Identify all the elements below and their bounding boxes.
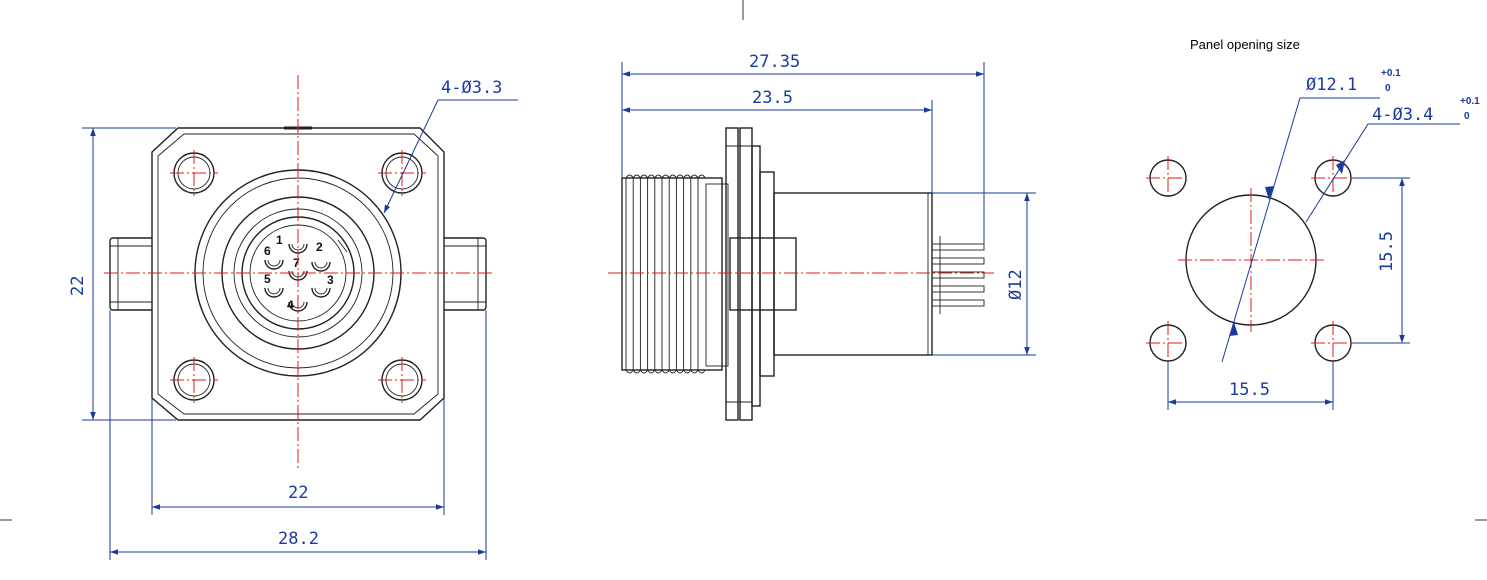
side-tab-left xyxy=(109,237,155,311)
thread-crest xyxy=(676,174,684,179)
panel-cutout-view: Panel opening size Ø12.1 +0.1 0 xyxy=(1146,37,1480,410)
thread-crest xyxy=(690,174,699,179)
thread-crest xyxy=(668,174,677,179)
thread-crest xyxy=(661,369,670,374)
hole-spacing-dim-text: 22 xyxy=(288,483,308,503)
mount-hole-tol-lower: 0 xyxy=(1464,111,1470,122)
thread-crest xyxy=(625,174,634,179)
overall-width-dim-text: 28.2 xyxy=(278,529,319,549)
panel-cutout-title: Panel opening size xyxy=(1190,37,1300,52)
center-hole-callout: Ø12.1 xyxy=(1306,75,1357,95)
front-dimensions: 4-Ø3.3 22 22 28.2 xyxy=(68,78,518,560)
pin-label-6: 6 xyxy=(264,244,271,258)
horizontal-spacing-dim-text: 15.5 xyxy=(1229,380,1270,400)
thread-crest xyxy=(697,369,706,374)
pin-label-2: 2 xyxy=(316,240,323,254)
flange-plates xyxy=(725,127,775,421)
side-view: 27.35 23.5 Ø12 xyxy=(608,52,1036,421)
cutout-centerlines xyxy=(1146,156,1355,365)
solder-pins xyxy=(931,236,985,314)
thread-crest xyxy=(647,174,656,179)
body-length-dim-text: 23.5 xyxy=(752,88,793,108)
thread-crest xyxy=(647,369,656,374)
cutout-dimensions: Ø12.1 +0.1 0 4-Ø3.4 +0.1 0 15.5 15.5 xyxy=(1167,68,1480,410)
rear-body xyxy=(773,192,933,356)
side-tab-right xyxy=(441,237,487,311)
thread-crest xyxy=(625,369,634,374)
hole-callout-text: 4-Ø3.3 xyxy=(441,78,502,98)
mount-hole-tol-upper: +0.1 xyxy=(1460,96,1480,107)
side-view-tab xyxy=(729,237,797,311)
height-dim-text: 22 xyxy=(68,276,88,296)
vertical-spacing-dim-text: 15.5 xyxy=(1377,231,1397,272)
thread-crest xyxy=(683,174,692,179)
overall-length-dim-text: 27.35 xyxy=(749,52,800,72)
thread-crest xyxy=(654,369,663,374)
pin-socket xyxy=(264,287,284,298)
thread-crest xyxy=(690,369,699,374)
thread-crest xyxy=(632,369,641,374)
thread-crest xyxy=(640,174,648,179)
sheet-frame-ticks xyxy=(0,0,1487,521)
mount-hole-callout: 4-Ø3.4 xyxy=(1372,105,1433,125)
pin-socket xyxy=(264,259,284,270)
pin-socket xyxy=(311,287,331,298)
thread-crest xyxy=(632,174,641,179)
front-centerlines xyxy=(104,75,495,470)
pin-label-3: 3 xyxy=(327,273,334,287)
thread-crest xyxy=(676,369,684,374)
pin-label-4: 4 xyxy=(287,298,294,312)
thread-crest xyxy=(697,174,706,179)
center-hole-tol-lower: 0 xyxy=(1385,83,1391,94)
side-dimensions: 27.35 23.5 Ø12 xyxy=(621,52,1036,356)
front-view: 1 2 3 4 5 6 7 4-Ø3.3 22 xyxy=(68,75,518,560)
center-hole-tol-upper: +0.1 xyxy=(1381,68,1401,79)
pin-label-1: 1 xyxy=(276,233,283,247)
pin-label-5: 5 xyxy=(264,272,271,286)
thread-crest xyxy=(640,369,648,374)
diameter-dim-text: Ø12 xyxy=(1006,269,1026,300)
pin-socket xyxy=(311,261,331,272)
thread-crest xyxy=(668,369,677,374)
thread-crest xyxy=(661,174,670,179)
thread-crest xyxy=(683,369,692,374)
thread-section xyxy=(621,174,729,374)
pin-label-7: 7 xyxy=(293,256,300,270)
thread-crest xyxy=(654,174,663,179)
